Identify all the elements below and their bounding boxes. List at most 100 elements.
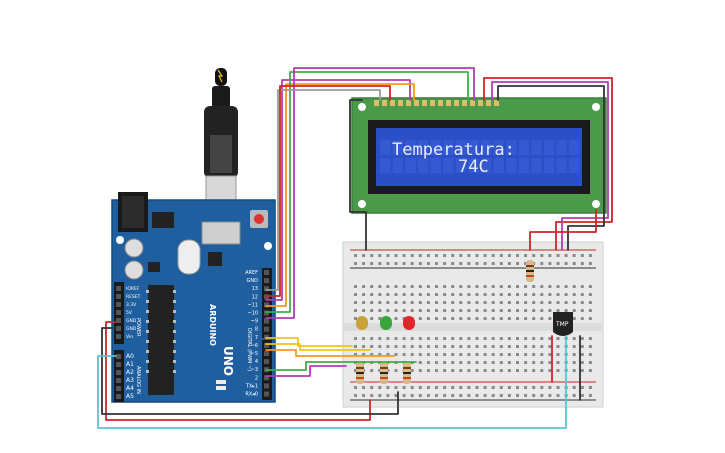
breadboard-hole[interactable] — [362, 394, 366, 397]
breadboard-hole[interactable] — [410, 309, 414, 312]
breadboard-hole[interactable] — [354, 386, 357, 389]
breadboard-hole[interactable] — [491, 317, 495, 320]
lcd-pin[interactable] — [374, 100, 379, 106]
breadboard-hole[interactable] — [354, 254, 357, 257]
breadboard-hole[interactable] — [540, 285, 544, 288]
breadboard-hole[interactable] — [451, 337, 455, 340]
breadboard-hole[interactable] — [564, 309, 568, 312]
breadboard-hole[interactable] — [524, 293, 528, 296]
breadboard-hole[interactable] — [548, 317, 552, 320]
breadboard-hole[interactable] — [370, 285, 374, 288]
breadboard-hole[interactable] — [516, 293, 519, 296]
breadboard-hole[interactable] — [516, 317, 519, 320]
breadboard-hole[interactable] — [507, 394, 511, 397]
breadboard-hole[interactable] — [548, 293, 552, 296]
breadboard-hole[interactable] — [394, 369, 398, 372]
breadboard-hole[interactable] — [491, 262, 495, 265]
breadboard-hole[interactable] — [426, 254, 430, 257]
breadboard-hole[interactable] — [443, 293, 447, 296]
digital-pin-socket[interactable] — [264, 318, 269, 324]
analog-pin-socket[interactable] — [116, 386, 121, 391]
breadboard-hole[interactable] — [483, 293, 487, 296]
breadboard-hole[interactable] — [467, 394, 471, 397]
breadboard-hole[interactable] — [426, 301, 430, 304]
digital-pin-socket[interactable] — [264, 286, 269, 292]
breadboard-hole[interactable] — [540, 317, 544, 320]
breadboard-hole[interactable] — [443, 361, 447, 364]
breadboard-hole[interactable] — [459, 353, 463, 356]
breadboard-hole[interactable] — [362, 254, 366, 257]
breadboard-hole[interactable] — [475, 361, 479, 364]
breadboard-hole[interactable] — [362, 309, 366, 312]
breadboard-hole[interactable] — [435, 301, 438, 304]
breadboard-hole[interactable] — [588, 386, 592, 389]
breadboard-hole[interactable] — [459, 361, 463, 364]
breadboard-hole[interactable] — [378, 285, 382, 288]
breadboard-hole[interactable] — [580, 369, 584, 372]
breadboard-hole[interactable] — [491, 309, 495, 312]
breadboard-hole[interactable] — [459, 262, 463, 265]
breadboard-hole[interactable] — [572, 353, 576, 356]
breadboard-hole[interactable] — [459, 293, 463, 296]
breadboard-hole[interactable] — [483, 285, 487, 288]
breadboard-hole[interactable] — [516, 309, 519, 312]
breadboard-hole[interactable] — [548, 353, 552, 356]
breadboard-hole[interactable] — [402, 309, 406, 312]
lcd-pin[interactable] — [406, 100, 411, 106]
breadboard-hole[interactable] — [491, 369, 495, 372]
breadboard-hole[interactable] — [475, 386, 479, 389]
breadboard-hole[interactable] — [386, 262, 390, 265]
breadboard-hole[interactable] — [580, 293, 584, 296]
breadboard-hole[interactable] — [475, 254, 479, 257]
digital-pin-socket[interactable] — [264, 359, 269, 365]
breadboard-hole[interactable] — [483, 309, 487, 312]
breadboard-hole[interactable] — [572, 361, 576, 364]
breadboard-hole[interactable] — [516, 394, 519, 397]
breadboard-hole[interactable] — [443, 309, 447, 312]
breadboard-hole[interactable] — [580, 285, 584, 288]
breadboard-hole[interactable] — [362, 353, 366, 356]
breadboard-hole[interactable] — [386, 301, 390, 304]
analog-pin-socket[interactable] — [116, 378, 121, 383]
resistor-4[interactable] — [526, 260, 534, 282]
breadboard-hole[interactable] — [410, 285, 414, 288]
breadboard-hole[interactable] — [580, 345, 584, 348]
breadboard-hole[interactable] — [548, 337, 552, 340]
breadboard-hole[interactable] — [524, 301, 528, 304]
breadboard-hole[interactable] — [499, 386, 503, 389]
breadboard-hole[interactable] — [483, 337, 487, 340]
breadboard-hole[interactable] — [362, 337, 366, 340]
power-pin-socket[interactable] — [116, 302, 121, 307]
breadboard-hole[interactable] — [418, 301, 422, 304]
breadboard-hole[interactable] — [556, 386, 560, 389]
lcd-pin[interactable] — [430, 100, 435, 106]
breadboard-hole[interactable] — [418, 262, 422, 265]
lcd-pin[interactable] — [390, 100, 395, 106]
breadboard-hole[interactable] — [451, 345, 455, 348]
breadboard-hole[interactable] — [394, 337, 398, 340]
breadboard-hole[interactable] — [370, 337, 374, 340]
breadboard-hole[interactable] — [588, 345, 592, 348]
breadboard-hole[interactable] — [499, 361, 503, 364]
breadboard-hole[interactable] — [507, 353, 511, 356]
breadboard-hole[interactable] — [386, 337, 390, 340]
breadboard-hole[interactable] — [443, 353, 447, 356]
breadboard-hole[interactable] — [524, 394, 528, 397]
breadboard-hole[interactable] — [435, 293, 438, 296]
breadboard-hole[interactable] — [370, 262, 374, 265]
breadboard-hole[interactable] — [516, 254, 519, 257]
breadboard-hole[interactable] — [564, 254, 568, 257]
breadboard-hole[interactable] — [572, 386, 576, 389]
breadboard-hole[interactable] — [467, 369, 471, 372]
breadboard-hole[interactable] — [516, 262, 519, 265]
breadboard-hole[interactable] — [540, 301, 544, 304]
breadboard-hole[interactable] — [362, 262, 366, 265]
breadboard-hole[interactable] — [499, 353, 503, 356]
breadboard-hole[interactable] — [467, 285, 471, 288]
breadboard-hole[interactable] — [354, 345, 357, 348]
breadboard-hole[interactable] — [394, 353, 398, 356]
breadboard-hole[interactable] — [451, 301, 455, 304]
breadboard-hole[interactable] — [459, 254, 463, 257]
breadboard-hole[interactable] — [524, 369, 528, 372]
breadboard-hole[interactable] — [540, 337, 544, 340]
